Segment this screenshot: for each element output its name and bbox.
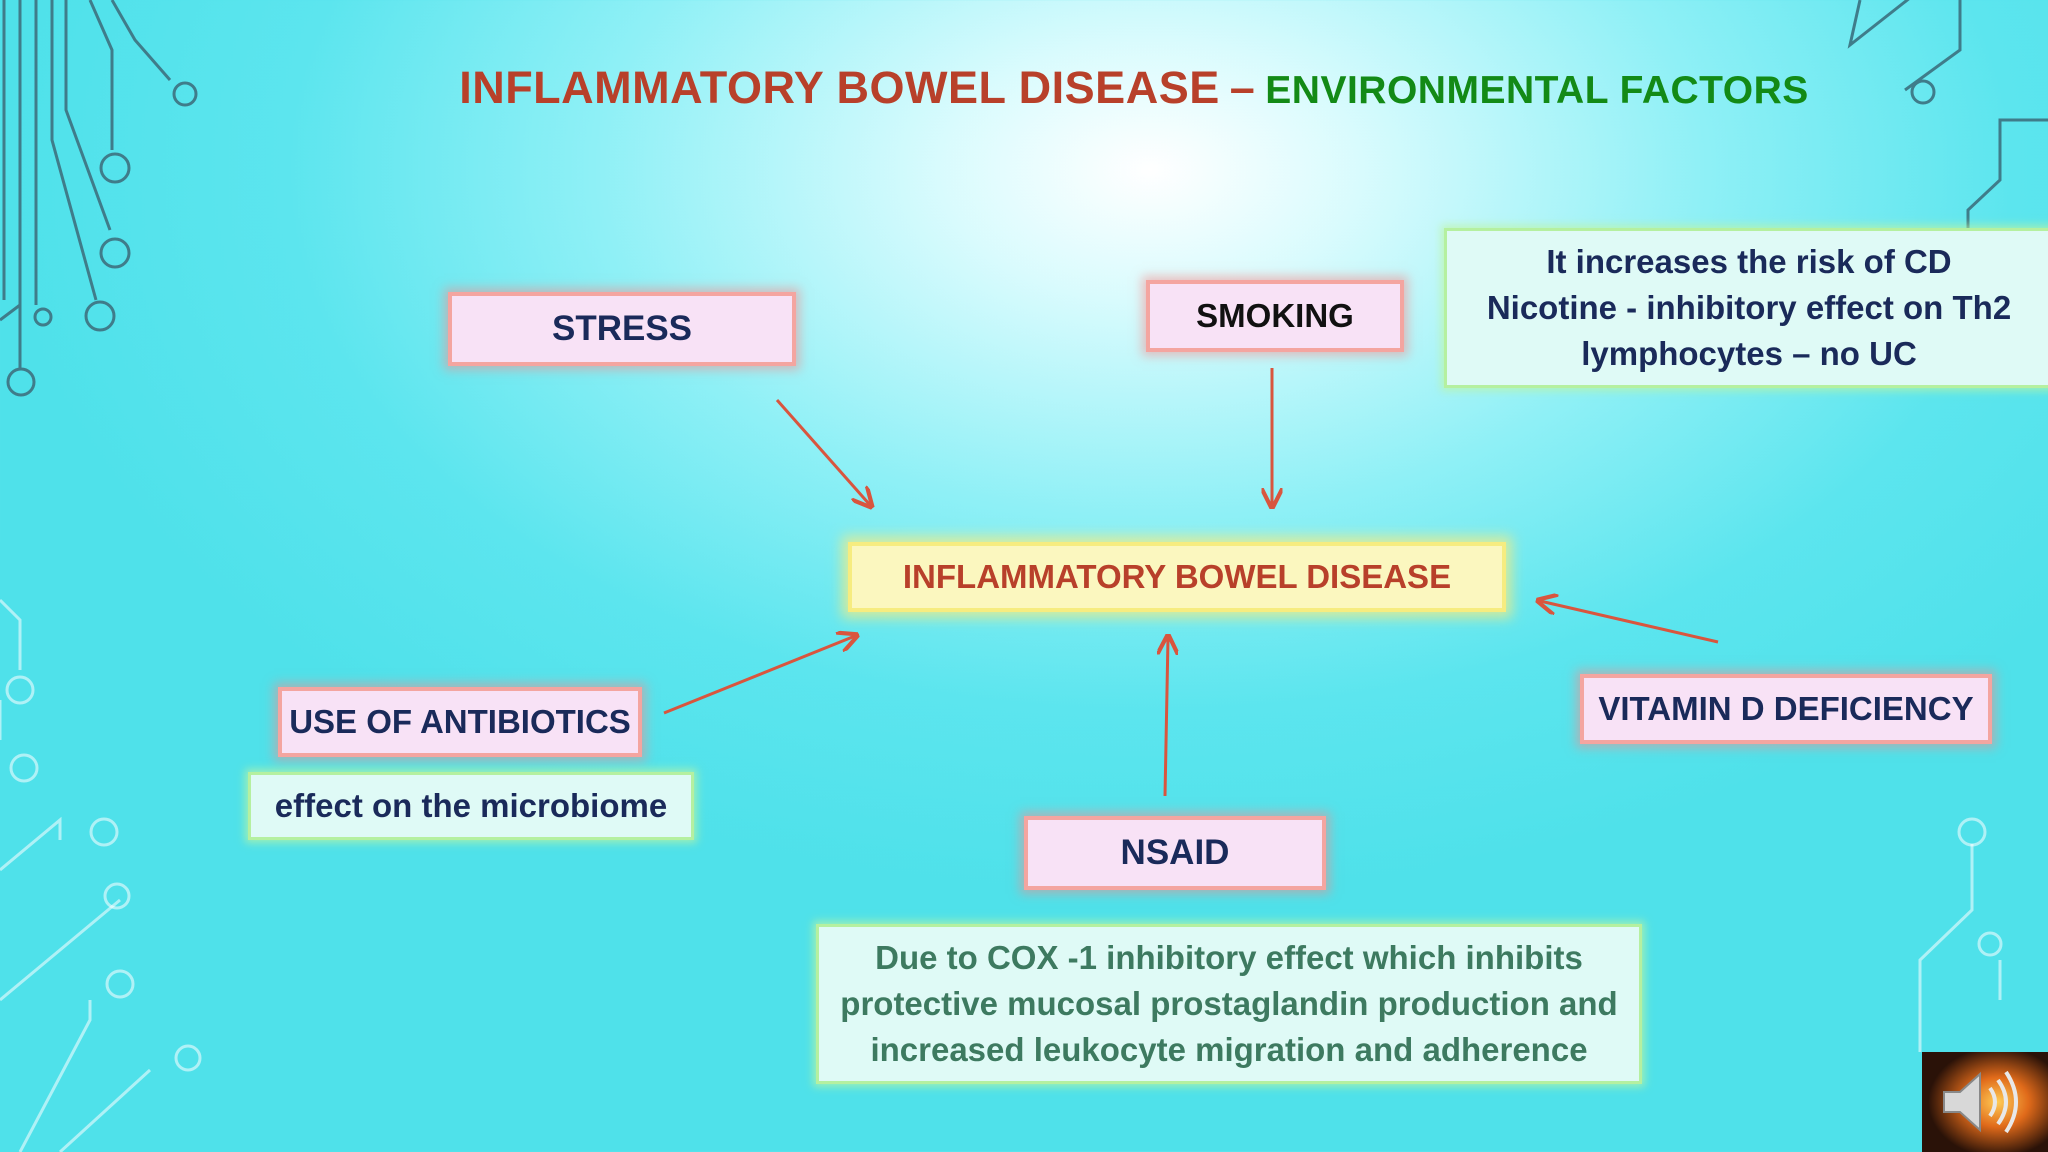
speaker-icon bbox=[1922, 1052, 2048, 1152]
smoking-note-line-2: Nicotine - inhibitory effect on Th2 bbox=[1486, 289, 2012, 326]
nsaid-note: Due to COX -1 inhibitory effect which in… bbox=[816, 924, 1642, 1084]
factor-vitamin-d-label: VITAMIN D DEFICIENCY bbox=[1598, 690, 1974, 727]
factor-antibiotics: USE OF ANTIBIOTICS bbox=[278, 687, 642, 757]
nsaid-note-line-2: protective mucosal prostaglandin product… bbox=[840, 985, 1618, 1022]
nsaid-note-line-1: Due to COX -1 inhibitory effect which in… bbox=[875, 939, 1583, 976]
nsaid-note-line-3: increased leukocyte migration and adhere… bbox=[870, 1031, 1588, 1068]
factor-stress: STRESS bbox=[448, 292, 796, 366]
factor-vitamin-d: VITAMIN D DEFICIENCY bbox=[1580, 674, 1992, 744]
smoking-note-line-1: It increases the risk of CD bbox=[1546, 243, 1952, 280]
audio-button[interactable] bbox=[1922, 1052, 2048, 1152]
slide-title: INFLAMMATORY BOWEL DISEASE–ENVIRONMENTAL… bbox=[0, 62, 2048, 114]
title-subtitle: ENVIRONMENTAL FACTORS bbox=[1265, 69, 1809, 112]
factor-nsaid-label: NSAID bbox=[1120, 833, 1230, 872]
arrow-vitamin-d bbox=[1540, 601, 1719, 644]
smoking-note-line-3: lymphocytes – no UC bbox=[1581, 335, 1917, 372]
factor-antibiotics-label: USE OF ANTIBIOTICS bbox=[289, 703, 631, 740]
arrow-nsaid bbox=[1165, 638, 1168, 797]
arrow-antibiotics bbox=[663, 636, 855, 715]
factor-smoking: SMOKING bbox=[1146, 280, 1404, 352]
title-main: INFLAMMATORY BOWEL DISEASE bbox=[459, 62, 1220, 113]
title-dash: – bbox=[1229, 62, 1256, 113]
factor-nsaid: NSAID bbox=[1024, 816, 1326, 890]
arrow-stress bbox=[775, 399, 870, 505]
antibiotics-note-text: effect on the microbiome bbox=[274, 787, 668, 824]
center-ibd-label: INFLAMMATORY BOWEL DISEASE bbox=[902, 558, 1452, 595]
smoking-note: It increases the risk of CD Nicotine - i… bbox=[1444, 228, 2048, 388]
factor-smoking-label: SMOKING bbox=[1196, 297, 1354, 334]
antibiotics-note: effect on the microbiome bbox=[248, 772, 694, 840]
factor-stress-label: STRESS bbox=[551, 309, 693, 348]
center-ibd: INFLAMMATORY BOWEL DISEASE bbox=[848, 542, 1506, 612]
